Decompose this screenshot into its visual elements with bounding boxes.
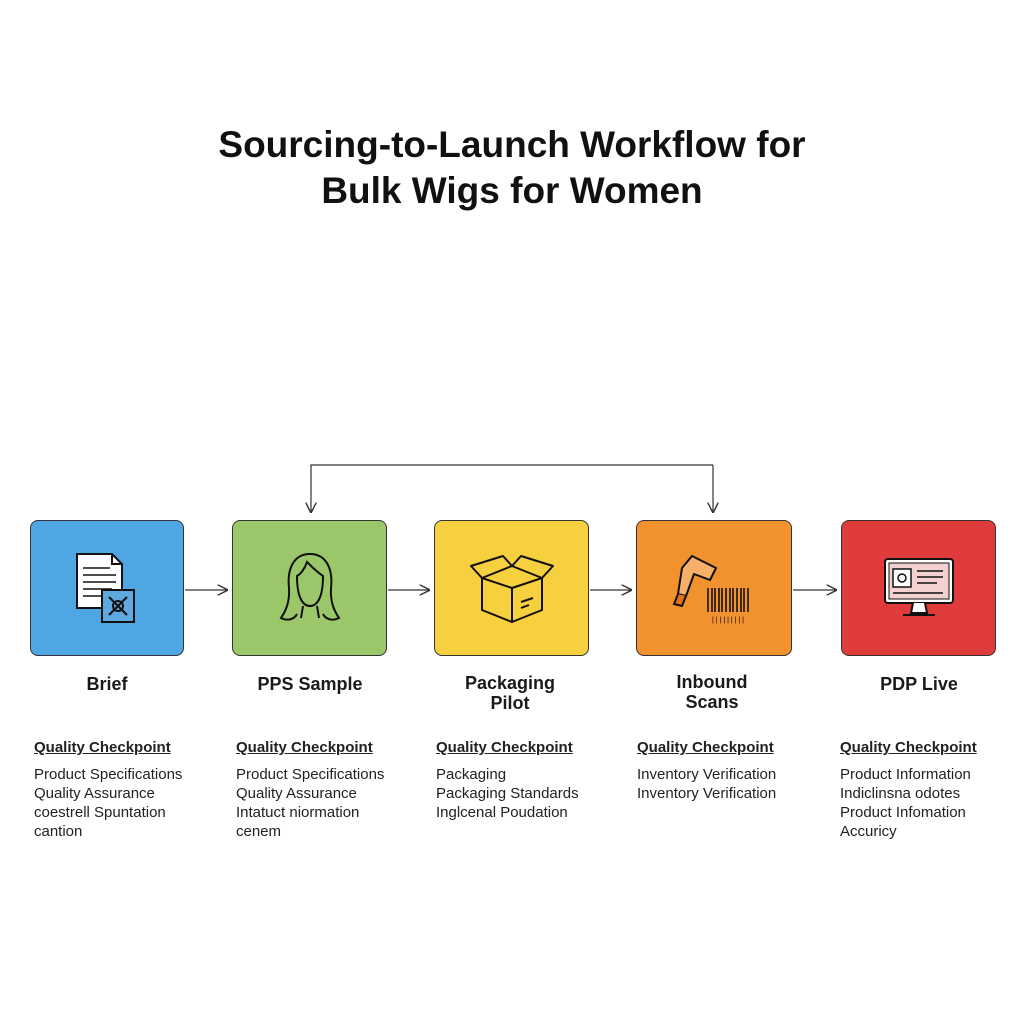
qc-title: Quality Checkpoint xyxy=(840,739,977,756)
qc-item: Packaging xyxy=(436,766,507,783)
page-title: Sourcing-to-Launch Workflow for Bulk Wig… xyxy=(0,122,1024,214)
qc-title: Quality Checkpoint xyxy=(236,739,373,756)
qc-item: Packaging Standards xyxy=(436,785,579,802)
step-pdp-live-box xyxy=(841,520,996,656)
step-label-brief: Brief xyxy=(86,674,128,694)
title-line-1: Sourcing-to-Launch Workflow for xyxy=(218,124,806,165)
qc-item: Product Information xyxy=(840,766,971,783)
qc-title: Quality Checkpoint xyxy=(436,739,573,756)
qc-item: cenem xyxy=(236,823,282,840)
woman-hair-icon xyxy=(279,553,340,621)
qc-title: Quality Checkpoint xyxy=(637,739,774,756)
qc-item: Quality Assurance xyxy=(34,785,155,802)
document-icon xyxy=(76,553,135,623)
feedback-loop-arrow xyxy=(311,464,713,512)
qc-title: Quality Checkpoint xyxy=(34,739,171,756)
qc-item: Product Specifications xyxy=(236,766,385,783)
step-label-pdp-live: PDP Live xyxy=(880,674,958,694)
qc-item: coestrell Spuntation xyxy=(34,804,166,821)
box-icon xyxy=(469,555,554,623)
qc-item: Intatuct niormation xyxy=(236,804,360,821)
qc-item: Product Specifications xyxy=(34,766,183,783)
quality-checkpoint-packaging-pilot: Quality Checkpoint Packaging Packaging S… xyxy=(436,738,579,822)
step-packaging-pilot-box xyxy=(434,520,589,656)
qc-item: cantion xyxy=(34,823,83,840)
qc-item: Inventory Verification xyxy=(637,766,777,783)
quality-checkpoint-pps-sample: Quality Checkpoint Product Specification… xyxy=(236,738,384,841)
step-brief-box xyxy=(30,520,184,656)
step-inbound-scans-box: | | | | | | | | | xyxy=(636,520,792,656)
svg-text:| | | | | | | | |: | | | | | | | | | xyxy=(712,617,744,624)
title-line-2: Bulk Wigs for Women xyxy=(321,170,703,211)
monitor-icon xyxy=(883,558,954,616)
step-pps-sample-box xyxy=(232,520,387,656)
qc-item: Indiclinsna odotes xyxy=(840,785,961,802)
quality-checkpoint-inbound-scans: Quality Checkpoint Inventory Verificatio… xyxy=(637,738,776,803)
qc-item: Quality Assurance xyxy=(236,785,357,802)
qc-item: Inglcenal Poudation xyxy=(436,804,568,821)
quality-checkpoint-pdp-live: Quality Checkpoint Product Information I… xyxy=(840,738,977,841)
qc-item: Product Infomation xyxy=(840,804,966,821)
quality-checkpoint-brief: Quality Checkpoint Product Specification… xyxy=(34,738,182,841)
qc-item: Inventory Verification xyxy=(637,785,777,802)
barcode-scanner-icon: | | | | | | | | | xyxy=(672,555,749,624)
step-label-pps-sample: PPS Sample xyxy=(257,674,363,694)
qc-item: Accuricy xyxy=(840,823,897,840)
